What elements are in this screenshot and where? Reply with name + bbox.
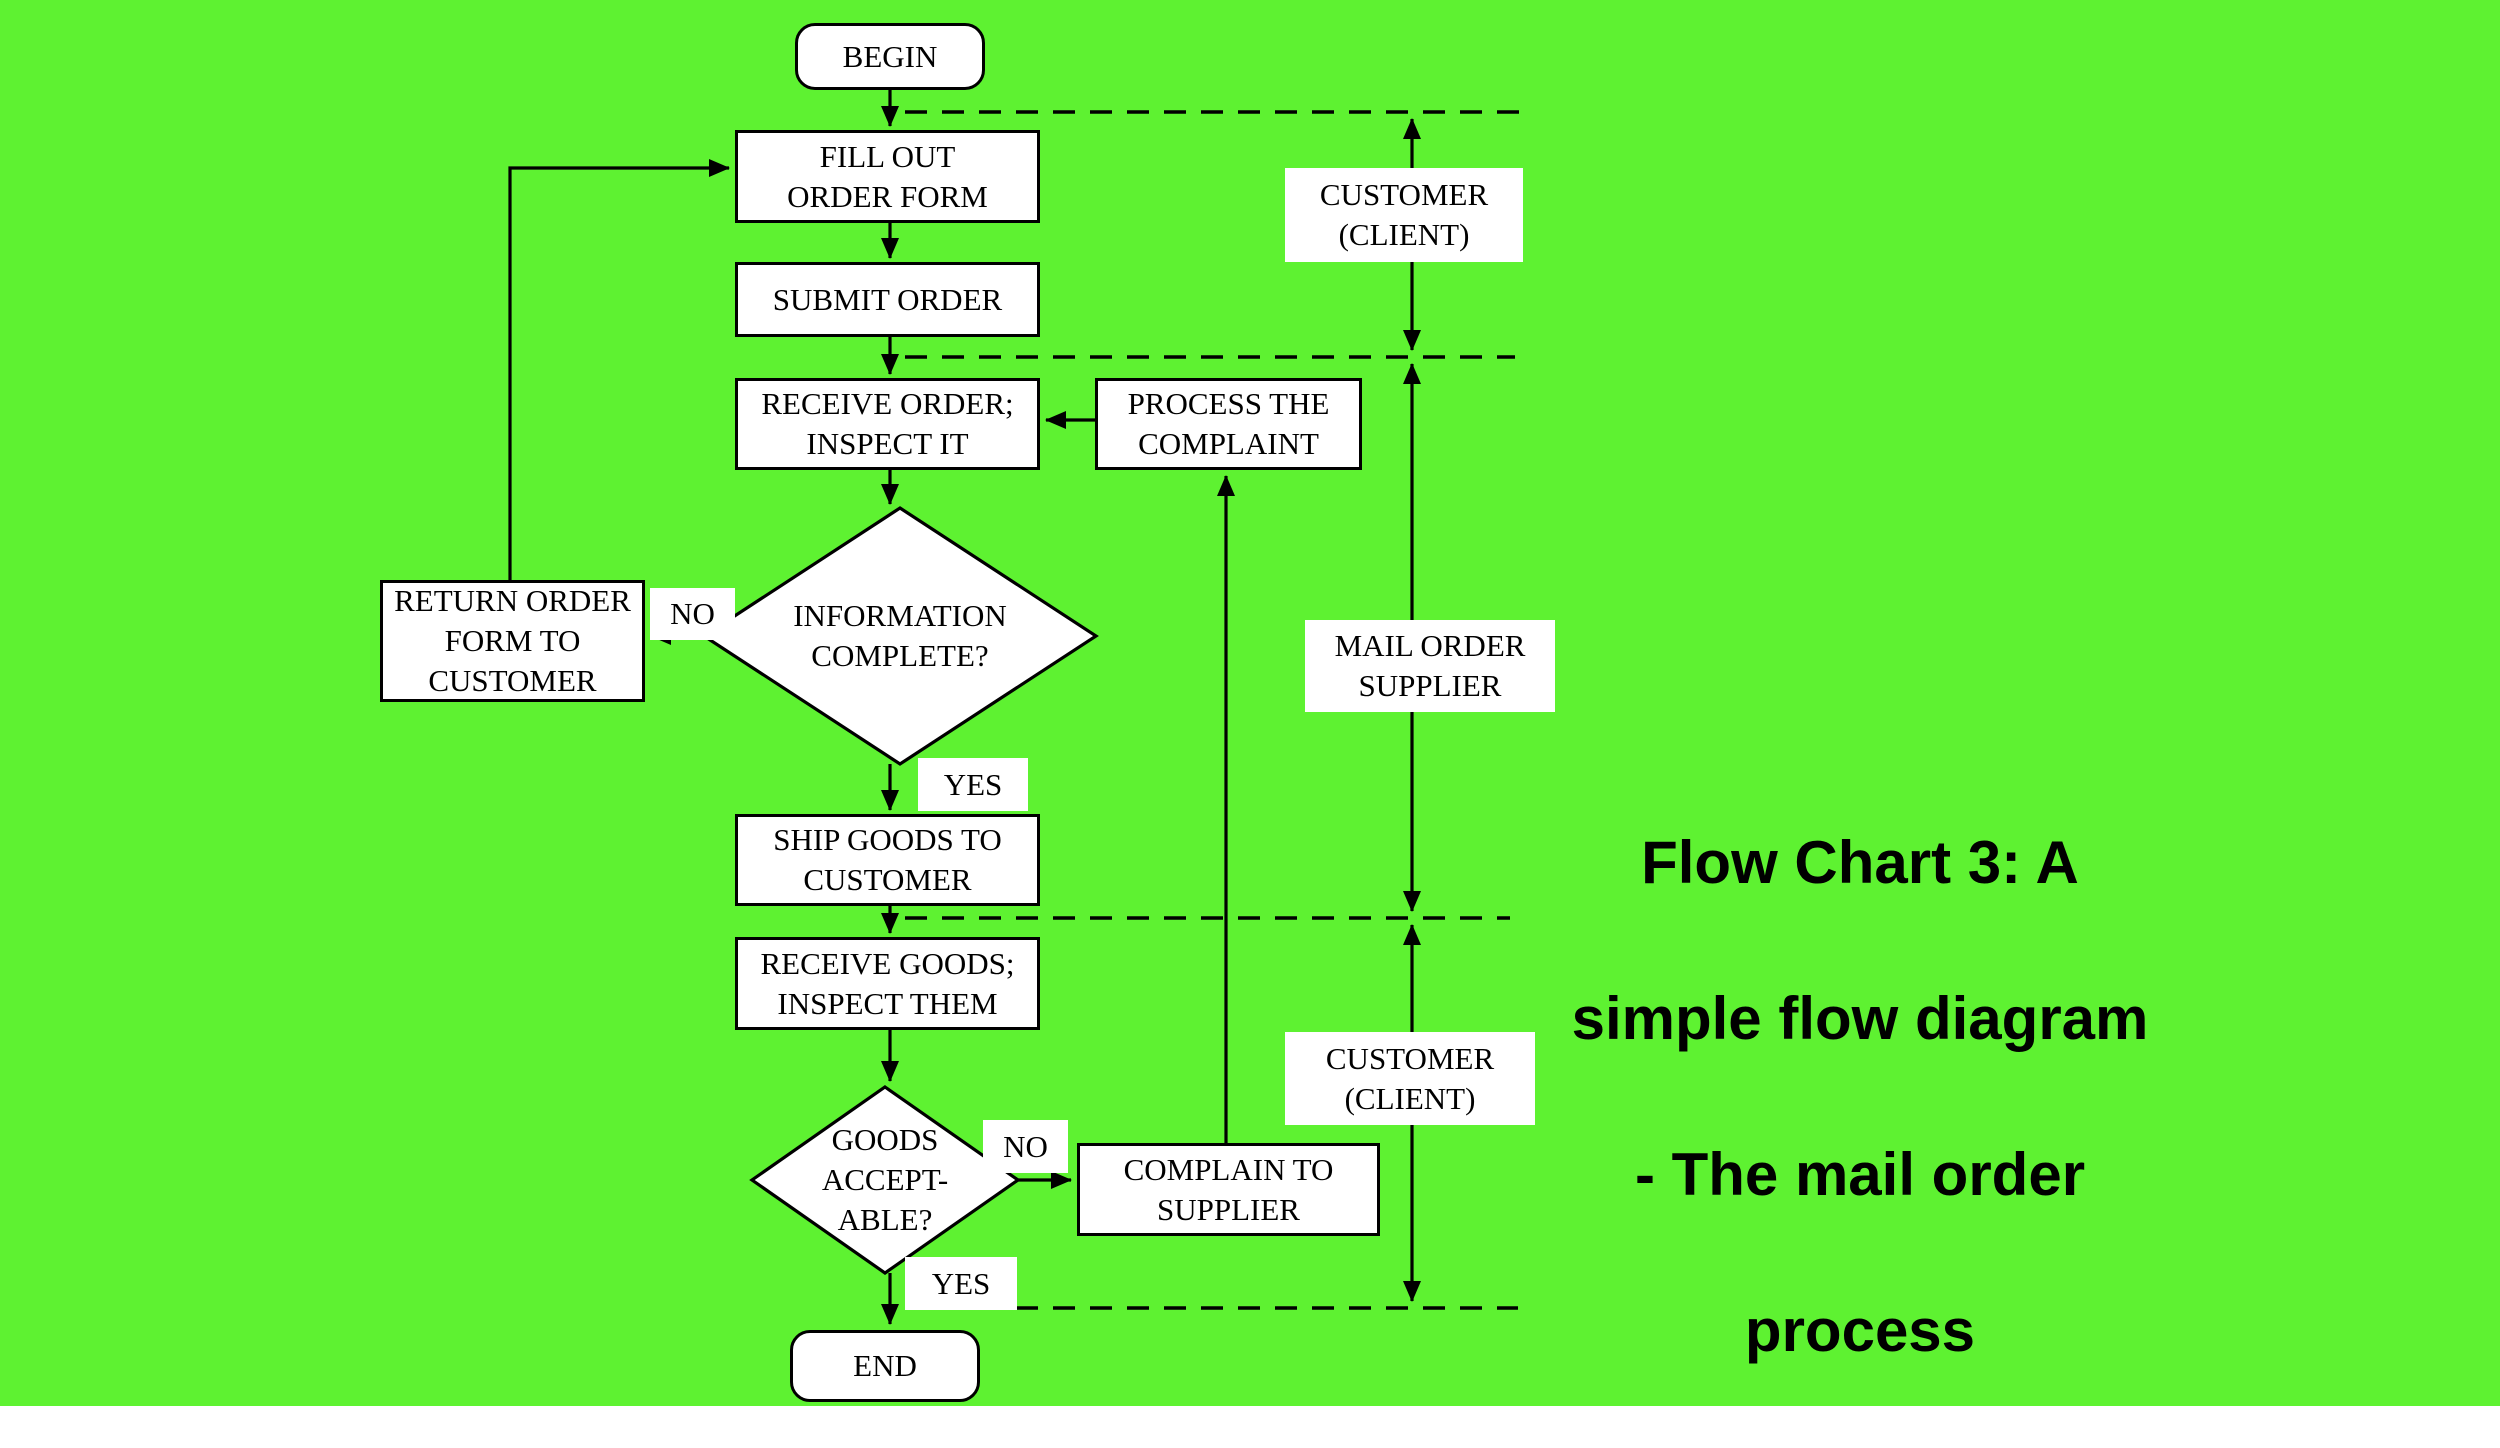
node-process-complaint: PROCESS THE COMPLAINT [1095, 378, 1362, 470]
caption-line-1: Flow Chart 3: A [1641, 829, 2079, 896]
node-return-order-form: RETURN ORDER FORM TO CUSTOMER [380, 580, 645, 702]
node-receive-order: RECEIVE ORDER; INSPECT IT [735, 378, 1040, 470]
node-receive-goods: RECEIVE GOODS; INSPECT THEM [735, 937, 1040, 1030]
decision-goods-acceptable-label: GOODS ACCEPT- ABLE? [821, 1122, 949, 1237]
caption-line-3: - The mail order [1634, 1141, 2086, 1208]
branch-label-yes-top: YES [918, 758, 1028, 811]
node-fill-out-order-form: FILL OUT ORDER FORM [735, 130, 1040, 223]
caption: Flow Chart 3: A simple flow diagram - Th… [1515, 746, 2205, 1448]
decision-goods-acceptable-shape [749, 1085, 1021, 1275]
branch-label-no-top: NO [650, 588, 735, 640]
branch-label-yes-bottom: YES [905, 1257, 1017, 1310]
flowchart-canvas: BEGIN FILL OUT ORDER FORM SUBMIT ORDER R… [0, 0, 2500, 1406]
connector-layer [508, 90, 1523, 1325]
node-end: END [790, 1330, 980, 1402]
role-label-mail-order-supplier: MAIL ORDER SUPPLIER [1305, 620, 1555, 712]
branch-label-no-bottom: NO [983, 1120, 1068, 1173]
decision-info-complete-label: INFORMATION COMPLETE? [793, 598, 1007, 673]
node-complain-to-supplier: COMPLAIN TO SUPPLIER [1077, 1143, 1380, 1236]
role-label-customer-bottom: CUSTOMER (CLIENT) [1285, 1032, 1535, 1125]
caption-line-4: process [1744, 1297, 1976, 1364]
caption-line-2: simple flow diagram [1571, 985, 2149, 1052]
node-ship-goods: SHIP GOODS TO CUSTOMER [735, 814, 1040, 906]
decision-info-complete-shape [701, 506, 1099, 766]
node-submit-order: SUBMIT ORDER [735, 262, 1040, 337]
node-begin: BEGIN [795, 23, 985, 90]
role-label-customer-top: CUSTOMER (CLIENT) [1285, 168, 1523, 262]
arrow-return-loop-to-fill-out [508, 159, 730, 588]
